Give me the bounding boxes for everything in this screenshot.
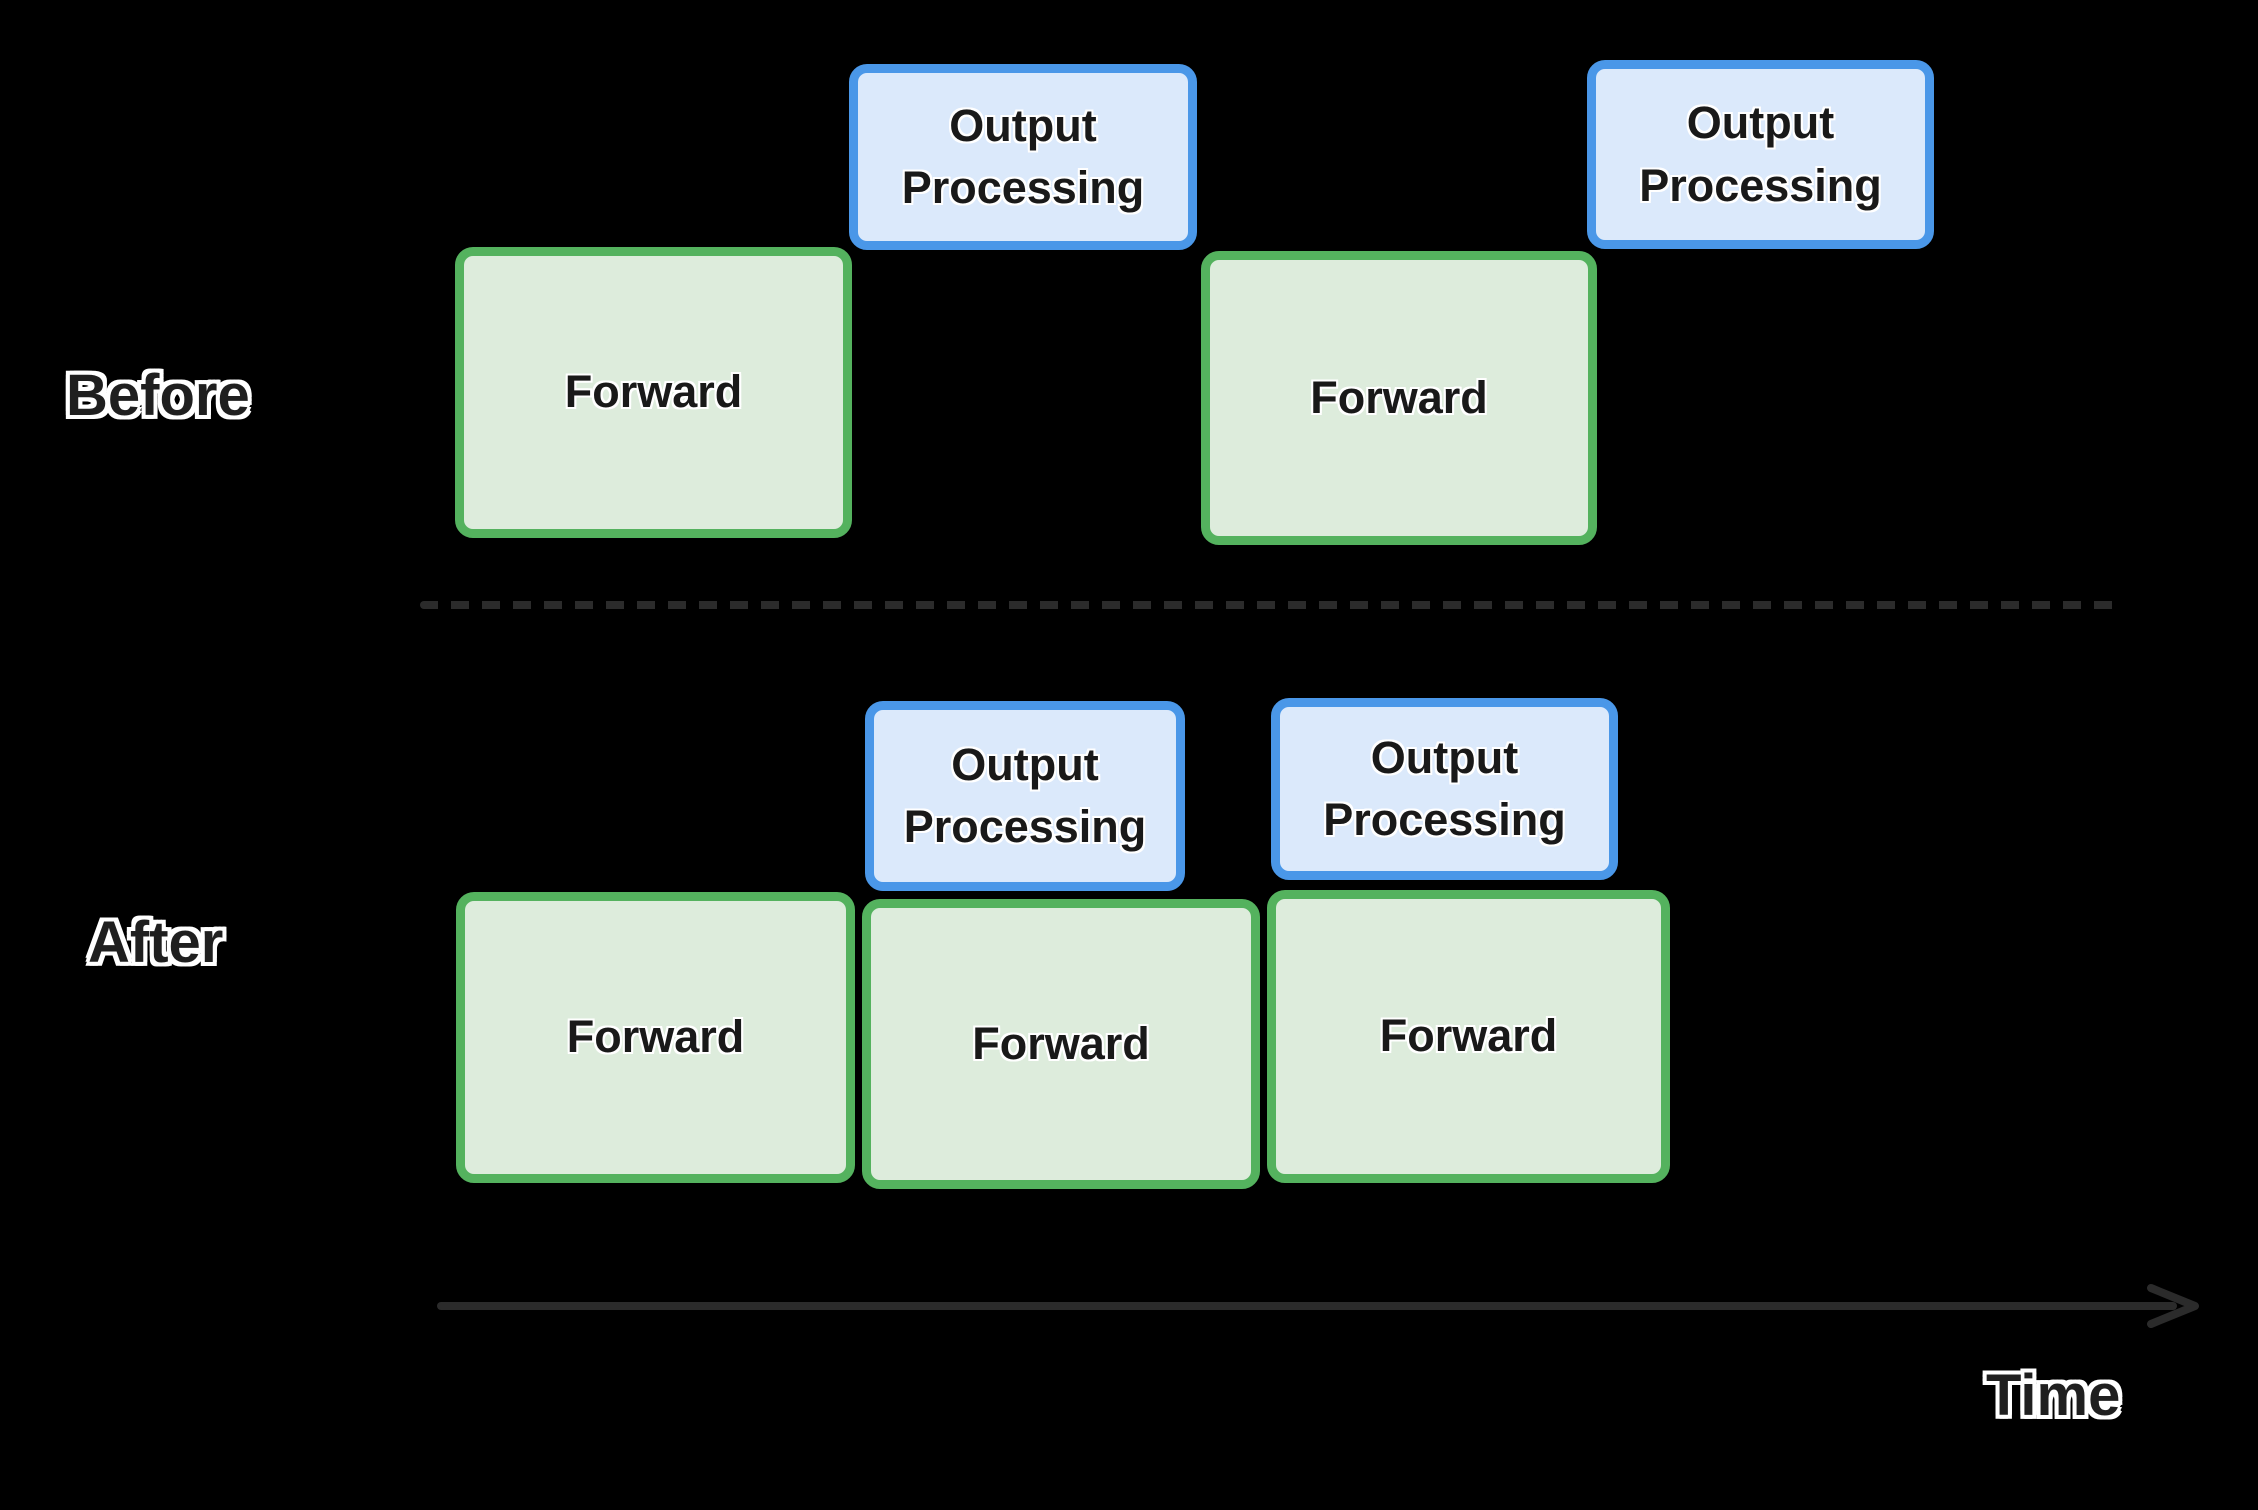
time-axis-arrow xyxy=(437,1284,2199,1328)
after-output-processing-box-1: Output Processing xyxy=(865,701,1185,891)
time-axis-label: Time xyxy=(1986,1363,2121,1428)
time-axis-arrowhead-icon xyxy=(2147,1284,2199,1328)
after-output-processing-box-2: Output Processing xyxy=(1271,698,1618,880)
before-output-processing-box-1: Output Processing xyxy=(849,64,1197,250)
before-output-processing-box-2: Output Processing xyxy=(1587,60,1934,249)
after-forward-box-3: Forward xyxy=(1267,890,1670,1183)
after-forward-box-2: Forward xyxy=(862,899,1260,1189)
before-row-label: Before xyxy=(66,363,250,428)
after-row-label: After xyxy=(88,910,224,975)
row-divider-dashed-line xyxy=(420,601,2123,609)
after-forward-box-1: Forward xyxy=(456,892,855,1183)
before-forward-box-1: Forward xyxy=(455,247,852,538)
before-forward-box-2: Forward xyxy=(1201,251,1597,545)
